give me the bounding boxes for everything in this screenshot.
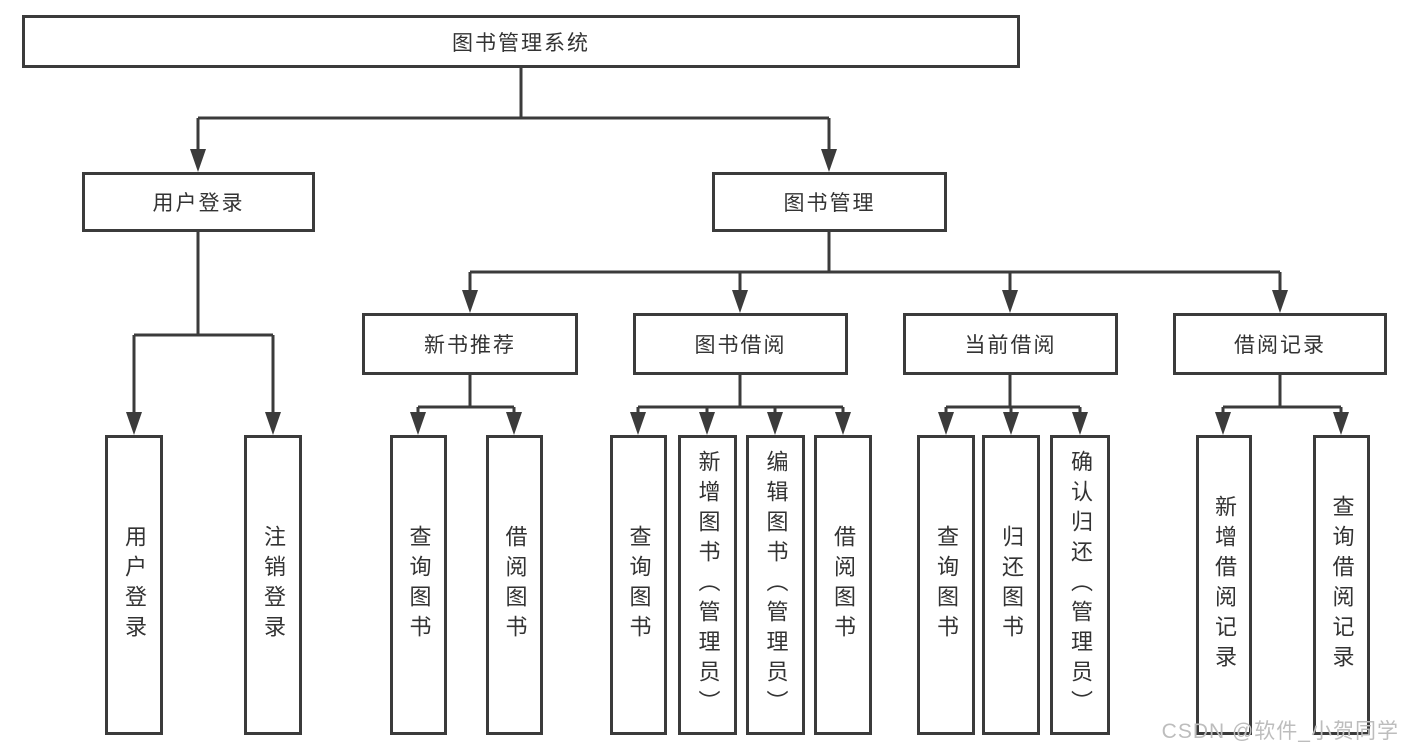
- leaf-return-books-label: 归还图书: [999, 525, 1024, 645]
- node-borrowing-records-label: 借阅记录: [1234, 334, 1326, 357]
- node-new-book-recommendation-label: 新书推荐: [424, 334, 516, 357]
- leaf-query-books-borrowing-label: 查询图书: [626, 525, 652, 645]
- leaf-logout: 注销登录: [244, 435, 302, 735]
- node-book-borrowing: 图书借阅: [633, 313, 848, 375]
- leaf-return-books: 归还图书: [982, 435, 1040, 735]
- leaf-query-books-recommend-label: 查询图书: [406, 525, 432, 645]
- leaf-confirm-return-admin: 确认归还（管理员）: [1050, 435, 1110, 735]
- leaf-query-books-current: 查询图书: [917, 435, 975, 735]
- node-book-management: 图书管理: [712, 172, 947, 232]
- leaf-logout-label: 注销登录: [261, 525, 286, 645]
- leaf-borrow-books-borrowing: 借阅图书: [814, 435, 872, 735]
- leaf-user-login-label: 用户登录: [122, 525, 147, 645]
- node-borrowing-records: 借阅记录: [1173, 313, 1387, 375]
- leaf-user-login: 用户登录: [105, 435, 163, 735]
- leaf-borrow-books-recommend-label: 借阅图书: [502, 525, 528, 645]
- csdn-watermark: CSDN @软件_小贺同学: [1161, 720, 1399, 743]
- leaf-edit-books-admin: 编辑图书（管理员）: [746, 435, 805, 735]
- node-current-borrowing-label: 当前借阅: [964, 334, 1057, 357]
- node-current-borrowing: 当前借阅: [903, 313, 1118, 375]
- leaf-add-borrow-record: 新增借阅记录: [1196, 435, 1252, 735]
- leaf-borrow-books-borrowing-label: 借阅图书: [831, 525, 856, 645]
- node-book-management-label: 图书管理: [783, 192, 876, 215]
- leaf-add-borrow-record-label: 新增借阅记录: [1212, 495, 1237, 675]
- leaf-query-borrow-record-label: 查询借阅记录: [1329, 495, 1355, 675]
- node-library-system-label: 图书管理系统: [452, 31, 590, 55]
- leaf-query-borrow-record: 查询借阅记录: [1313, 435, 1370, 735]
- leaf-borrow-books-recommend: 借阅图书: [486, 435, 543, 735]
- node-user-login: 用户登录: [82, 172, 315, 232]
- leaf-query-books-recommend: 查询图书: [390, 435, 447, 735]
- leaf-add-books-admin: 新增图书（管理员）: [678, 435, 737, 735]
- leaf-query-books-current-label: 查询图书: [934, 525, 959, 645]
- leaf-add-books-admin-label: 新增图书（管理员）: [695, 450, 721, 720]
- node-user-login-label: 用户登录: [152, 192, 245, 215]
- leaf-edit-books-admin-label: 编辑图书（管理员）: [763, 450, 789, 720]
- node-book-borrowing-label: 图书借阅: [694, 334, 787, 357]
- node-new-book-recommendation: 新书推荐: [362, 313, 578, 375]
- leaf-confirm-return-admin-label: 确认归还（管理员）: [1068, 450, 1093, 720]
- leaf-query-books-borrowing: 查询图书: [610, 435, 667, 735]
- node-library-system: 图书管理系统: [22, 15, 1020, 68]
